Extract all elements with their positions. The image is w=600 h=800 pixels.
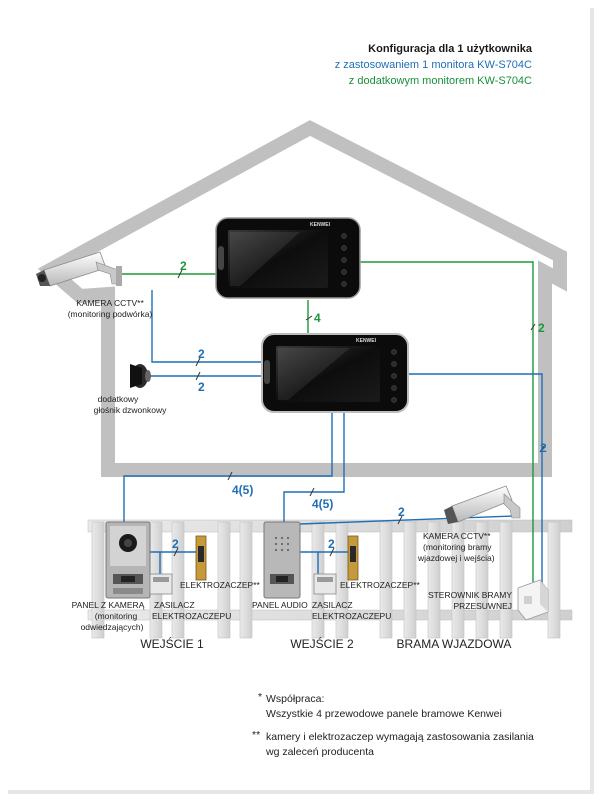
device-labels: PANEL Z KAMERĄ (monitoring odwiedzającyc… <box>72 580 421 632</box>
wire-label-house-b: 2 <box>198 380 205 394</box>
zone-entry1: WEJŚCIE 1 <box>140 636 204 651</box>
cctv-house-sublabel: (monitoring podwórka) <box>68 309 153 319</box>
wire-labels: 2 4 2 2 2 2 4(5) 4(5) 2 2 2 <box>172 259 547 551</box>
wire-label-right-bottom: 2 <box>540 441 547 455</box>
psu2-sublabel: ELEKTROZACZEPU <box>312 611 391 621</box>
wire-gate-cam <box>299 515 515 525</box>
footnotes: * Współpraca: Wszystkie 4 przewodowe pan… <box>252 691 534 758</box>
electric-strike-2 <box>347 535 359 581</box>
cctv-camera-house <box>36 251 122 287</box>
wires <box>122 261 543 585</box>
gate-controller-label: STEROWNIK BRAMY <box>428 590 512 600</box>
monitor-top-brand: KENWEI <box>310 222 331 228</box>
wire-label-gate-cam: 2 <box>398 505 405 519</box>
speaker-icon <box>130 364 151 388</box>
psu1-sublabel: ELEKTROZACZEPU <box>152 611 231 621</box>
psu2-label: ZASILACZ <box>312 600 353 610</box>
psu1-label: ZASILACZ <box>154 600 195 610</box>
note1-line1: Współpraca: <box>266 693 324 705</box>
panel-camera <box>105 521 151 599</box>
cctv-gate-sublabel-2: wjazdowej i wejścia) <box>417 553 495 563</box>
wire-label-entry1: 4(5) <box>232 483 253 497</box>
speaker-sublabel: głośnik dzwonkowy <box>94 405 168 415</box>
strike2-label: ELEKTROZACZEP** <box>340 580 421 590</box>
wire-label-right-top: 2 <box>538 321 545 335</box>
header-title: Konfiguracja dla 1 użytkownika <box>368 43 533 55</box>
wire-label-lock1: 2 <box>172 537 179 551</box>
panel-camera-label: PANEL Z KAMERĄ <box>72 600 145 610</box>
monitor-top: KENWEI <box>215 217 361 299</box>
zone-labels: WEJŚCIE 1 WEJŚCIE 2 BRAMA WJAZDOWA <box>140 636 511 651</box>
gate-controller-sublabel: PRZESUWNEJ <box>453 601 512 611</box>
monitor-main-brand: KENWEI <box>356 338 377 344</box>
speaker-label: dodatkowy <box>98 394 139 404</box>
note1-line2: Wszystkie 4 przewodowe panele bramowe Ke… <box>266 708 502 720</box>
wire-house-cctv-a <box>151 290 262 363</box>
frame-shadow <box>590 8 594 792</box>
wire-label-entry2: 4(5) <box>312 497 333 511</box>
header-subtitle-2: z dodatkowym monitorem KW-S704C <box>349 75 532 87</box>
note2-line1: kamery i elektrozaczep wymagają zastosow… <box>266 731 534 743</box>
wire-label-cctv: 2 <box>180 259 187 273</box>
zone-gate: BRAMA WJAZDOWA <box>397 637 512 651</box>
zone-entry2: WEJŚCIE 2 <box>290 636 354 651</box>
psu-2 <box>313 573 337 595</box>
electric-strike-1 <box>195 535 207 581</box>
wire-right-blue <box>408 373 543 585</box>
panel-camera-sublabel-2: odwiedzających) <box>81 622 144 632</box>
panel-audio-label: PANEL AUDIO <box>252 600 308 610</box>
note2-mark: ** <box>252 729 260 741</box>
gate-controller <box>517 579 549 621</box>
wire-label-lock2: 2 <box>328 537 335 551</box>
note1-mark: * <box>258 691 262 703</box>
monitor-main: KENWEI <box>261 333 409 413</box>
house-outline <box>37 120 567 477</box>
wire-label-house-a: 2 <box>198 347 205 361</box>
wire-entry1 <box>123 412 333 522</box>
strike1-label: ELEKTROZACZEP** <box>180 580 261 590</box>
cctv-house-label: KAMERA CCTV** <box>76 298 144 308</box>
panel-camera-sublabel-1: (monitoring <box>95 611 138 621</box>
cctv-camera-gate <box>444 485 521 524</box>
header-subtitle-1: z zastosowaniem 1 monitora KW-S704C <box>335 59 532 71</box>
frame-shadow-bottom <box>8 790 594 794</box>
cctv-gate-label: KAMERA CCTV** <box>423 531 491 541</box>
psu-1 <box>149 573 173 595</box>
panel-audio <box>263 521 301 599</box>
wire-label-link: 4 <box>314 311 321 325</box>
cctv-gate-sublabel-1: (monitoring bramy <box>423 542 492 552</box>
wire-ticks <box>173 269 545 557</box>
note2-line2: wg zaleceń producenta <box>265 746 374 758</box>
wire-right-green <box>358 261 534 582</box>
wire-entry2 <box>283 412 345 522</box>
